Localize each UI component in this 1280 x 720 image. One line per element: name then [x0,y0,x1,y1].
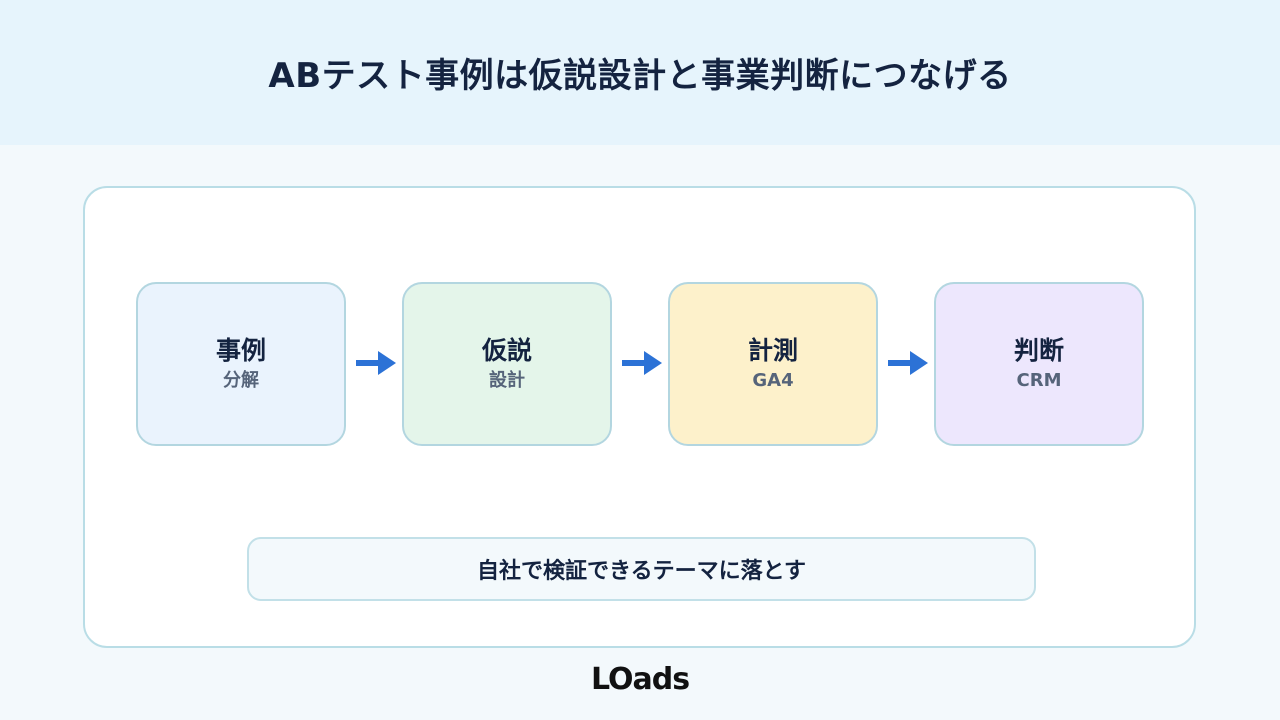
step-label: 仮説 [481,336,532,366]
step-sub: 分解 [223,370,259,392]
brand-logo: LOads [590,662,690,697]
arrow-right-icon [888,351,928,375]
step-label: 事例 [215,336,266,366]
step-sub: 設計 [489,370,525,392]
arrow-right-icon [622,351,662,375]
flow-panel: 事例 分解 仮説 設計 計測 GA4 判断 CRM 自社で検証できるテーマに落と… [83,186,1196,648]
header-banner: ABテスト事例は仮説設計と事業判断につなげる [0,0,1280,145]
step-case: 事例 分解 [136,282,346,446]
step-label: 判断 [1013,336,1064,366]
arrow-right-icon [356,351,396,375]
page-title: ABテスト事例は仮説設計と事業判断につなげる [268,56,1012,96]
step-sub: CRM [1016,370,1062,392]
step-sub: GA4 [752,370,794,392]
step-decision: 判断 CRM [934,282,1144,446]
summary-text: 自社で検証できるテーマに落とす [477,559,806,584]
step-label: 計測 [747,336,798,366]
summary-box: 自社で検証できるテーマに落とす [247,537,1036,601]
step-measurement: 計測 GA4 [668,282,878,446]
step-hypothesis: 仮説 設計 [402,282,612,446]
